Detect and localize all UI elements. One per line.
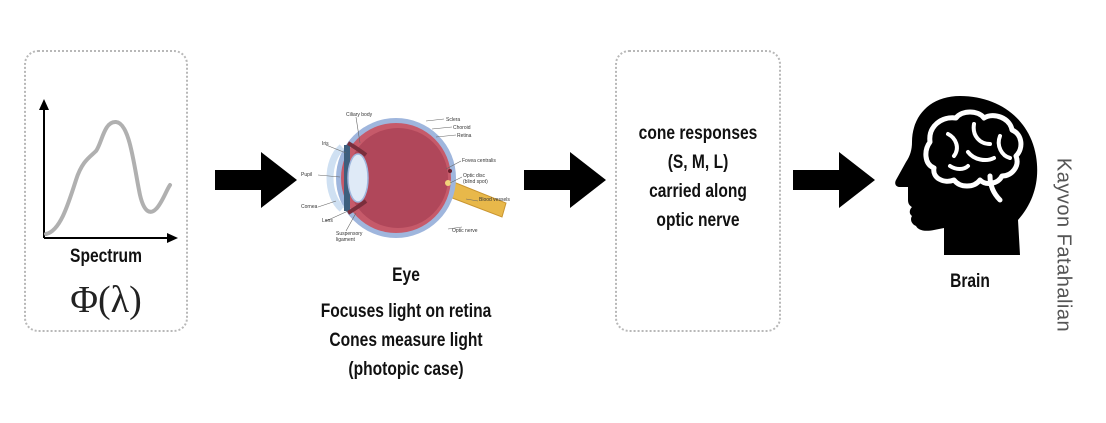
eye-line-1: Focuses light on retina [320,301,492,322]
ciliary-body-bottom [346,199,368,215]
label-retina: Retina [457,133,472,139]
eye-diagram [317,116,507,238]
author-credit: Kayvon Fatahalian [1052,157,1075,333]
arrow-right-icon [524,152,606,208]
label-iris: Iris [322,141,329,147]
label-choroid: Choroid [453,125,471,131]
optic-disc [445,180,451,186]
ciliary-body-top [346,141,368,157]
eye-line-2: Cones measure light [329,330,483,351]
cone-line-3: carried along [649,181,747,202]
label-pupil: Pupil [301,172,313,178]
label-ciliary-body: Ciliary body [346,112,373,118]
label-blind-spot: (blind spot) [463,179,488,185]
spectrum-plot [39,99,178,243]
label-sclera: Sclera [446,117,461,123]
eye-title: Eye [392,265,420,286]
spectrum-curve [44,120,172,236]
y-axis-arrowhead [39,99,49,110]
brain-label: Brain [950,271,990,292]
eye-line-3: (photopic case) [348,359,464,380]
lens [347,153,369,203]
label-fovea: Fovea centralis [462,158,496,164]
x-axis-arrowhead [167,233,178,243]
label-blood-vessels: Blood vessels [479,197,510,203]
label-suspensory: Suspensory [336,231,363,237]
label-cornea: Cornea [301,204,318,210]
cornea [326,144,345,212]
label-optic-disc: Optic disc [463,173,485,179]
arrow-right-icon [215,152,297,208]
spectrum-box [24,50,188,332]
arrow-right-icon [793,152,875,208]
cone-line-4: optic nerve [656,210,740,231]
fovea [448,169,452,173]
spectrum-label: Spectrum [70,246,142,267]
label-optic-nerve: Optic nerve [452,228,478,234]
label-ligament: ligament [336,237,355,243]
cone-line-2: (S, M, L) [667,152,729,173]
eyeball-vitreous [348,128,448,228]
cone-line-1: cone responses [638,123,758,144]
cone-box [615,50,781,332]
brain-head-icon [895,96,1038,255]
spectrum-formula: Φ(λ) [70,279,142,321]
label-lens: Lens [322,218,333,224]
iris [344,145,350,211]
